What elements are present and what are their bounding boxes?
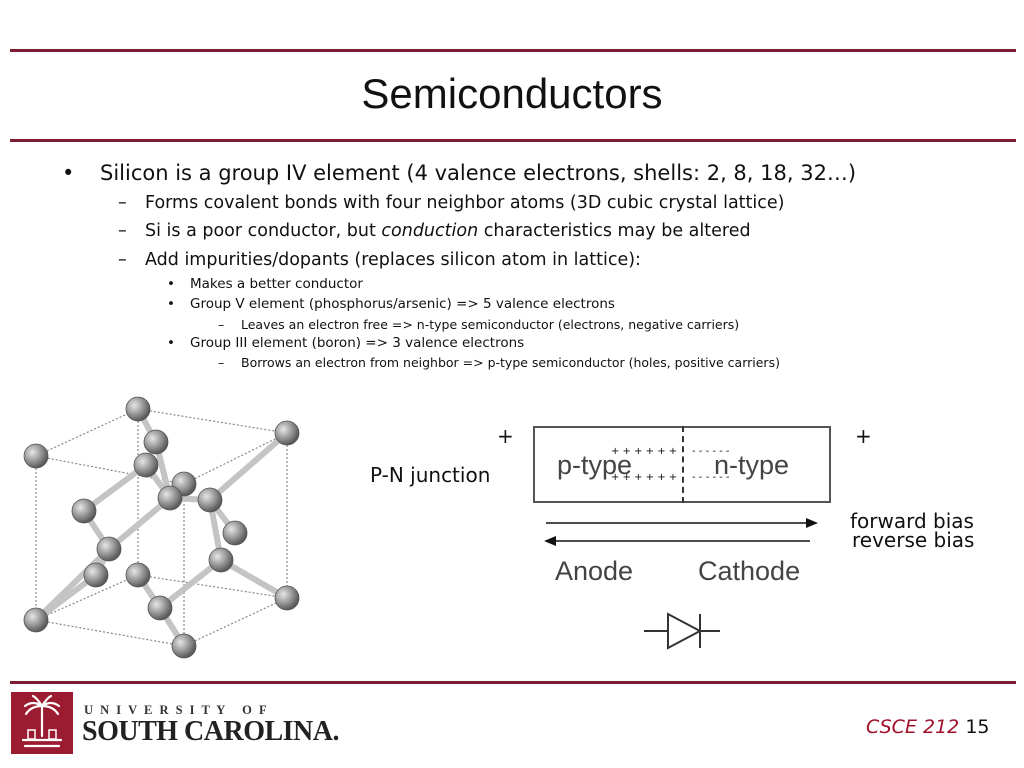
- cube-edges: [35, 408, 288, 647]
- atom: [133, 452, 159, 478]
- atom: [274, 420, 300, 446]
- bullet-silicon: Silicon is a group IV element (4 valence…: [100, 161, 857, 185]
- junction-divider: [682, 426, 684, 503]
- silicon-atoms: [23, 396, 300, 659]
- bullet-marker: •: [167, 335, 175, 351]
- plus-right: +: [855, 424, 872, 448]
- reverse-arrowhead: [544, 536, 556, 546]
- negative-charges-bottom: - - - - - -: [692, 472, 730, 483]
- bullet-group-v: Group V element (phosphorus/arsenic) => …: [190, 296, 615, 312]
- bullet-marker: •: [167, 296, 175, 312]
- atom: [222, 520, 248, 546]
- title-rule: [10, 139, 1016, 142]
- bullet-dopants: Add impurities/dopants (replaces silicon…: [145, 250, 641, 270]
- bullet-marker: –: [218, 355, 225, 370]
- atom: [125, 396, 151, 422]
- atom: [23, 607, 49, 633]
- atom: [125, 562, 151, 588]
- p-type-label: p-type: [557, 450, 633, 480]
- forward-arrowhead: [806, 518, 818, 528]
- university-name-line1: U N I V E R S I T Y O F: [84, 703, 269, 717]
- forward-bias-label: forward bias: [850, 509, 974, 533]
- bullet-marker: –: [218, 317, 225, 332]
- atom: [71, 498, 97, 524]
- atom: [171, 633, 197, 659]
- bullet-marker: –: [118, 193, 127, 213]
- footer-rule: [10, 681, 1016, 684]
- bias-arrows: [544, 518, 818, 546]
- atom: [197, 487, 223, 513]
- atom: [208, 547, 234, 573]
- atom: [157, 485, 183, 511]
- silicon-crystal-lattice-illustration: [23, 396, 300, 659]
- bullet-covalent: Forms covalent bonds with four neighbor …: [145, 193, 785, 213]
- bullet-better-conductor: Makes a better conductor: [190, 276, 363, 292]
- negative-charges-top: - - - - - -: [692, 446, 730, 457]
- plus-left: +: [497, 424, 514, 448]
- emphasis-conduction: conduction: [381, 221, 479, 241]
- reverse-bias-label: reverse bias: [852, 528, 975, 552]
- bullet-n-type: Leaves an electron free => n-type semico…: [241, 317, 740, 332]
- course-code: CSCE 212: [866, 716, 960, 738]
- n-type-label: n-type: [714, 450, 790, 480]
- positive-charges-bottom: + + + + + +: [611, 472, 678, 483]
- pn-junction-label: P-N junction: [370, 463, 491, 487]
- atom: [274, 585, 300, 611]
- bullet-marker: –: [118, 221, 127, 241]
- bullet-marker: •: [167, 276, 175, 292]
- course-footer: CSCE 212 15: [866, 716, 990, 738]
- atom: [147, 595, 173, 621]
- atom: [83, 562, 109, 588]
- university-name-line2: SOUTH CAROLINA.: [82, 716, 339, 747]
- diode-symbol-icon: [644, 612, 720, 650]
- atom: [96, 536, 122, 562]
- text-segment: Si is a poor conductor, but: [145, 221, 382, 241]
- bullet-poor-conductor: Si is a poor conductor, but conduction c…: [145, 221, 751, 241]
- top-rule: [10, 49, 1016, 52]
- slide-title: Semiconductors: [361, 70, 663, 117]
- bullet-group-iii: Group III element (boron) => 3 valence e…: [190, 335, 525, 351]
- anode-label: Anode: [555, 556, 634, 586]
- bullet-marker: •: [62, 161, 75, 185]
- text-segment: characteristics may be altered: [478, 221, 751, 241]
- positive-charges-top: + + + + + +: [611, 446, 678, 457]
- atom: [143, 429, 169, 455]
- page-number: 15: [965, 716, 990, 738]
- cathode-label: Cathode: [698, 556, 801, 586]
- bullet-marker: –: [118, 250, 127, 270]
- bullet-p-type: Borrows an electron from neighbor => p-t…: [241, 355, 780, 370]
- atom: [23, 443, 49, 469]
- palmetto-seal-icon: [11, 692, 73, 754]
